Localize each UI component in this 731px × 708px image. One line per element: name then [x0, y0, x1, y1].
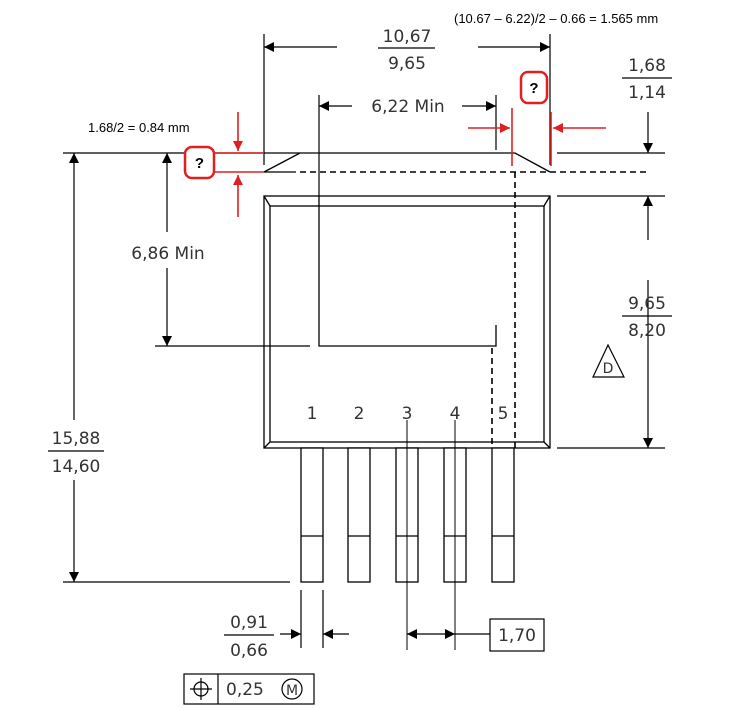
dim-total-max: 15,88 [52, 429, 101, 449]
lead-1 [300, 447, 324, 583]
exposed-pad-outline [318, 196, 497, 347]
tab-chamfer-outline [263, 152, 551, 173]
dim-total-min: 14,60 [52, 457, 101, 477]
bevel-tr [543, 195, 551, 207]
dim-rt-max: 1,68 [628, 56, 666, 76]
formula-top: (10.67 – 6.22)/2 – 0.66 = 1.565 mm [454, 11, 658, 26]
pin-label-3: 3 [402, 404, 413, 424]
lead-2 [347, 447, 371, 583]
formula-left: 1.68/2 = 0.84 mm [88, 120, 190, 135]
pin-label-5: 5 [498, 404, 509, 424]
pin-label-4: 4 [450, 404, 461, 424]
dim-tab-width: 6,22 Min [371, 97, 444, 117]
dim-top-max: 10,67 [383, 27, 432, 47]
position-symbol-icon [190, 678, 212, 700]
mmc-modifier-letter: M [286, 683, 298, 699]
question-mark-left: ? [195, 155, 204, 172]
dim-pitch: 1,70 [498, 626, 536, 646]
datum-label: D [603, 361, 614, 377]
tolerance-frame [183, 673, 315, 705]
lead-centerlines [406, 420, 456, 650]
dim-rb-max: 9,65 [628, 294, 666, 314]
bevel-tl [263, 195, 271, 207]
pin-label-1: 1 [307, 404, 318, 424]
dimension-texts: 10,67 9,65 6,22 Min 1,68 1,14 6,86 Min 9… [52, 27, 666, 700]
bevel-bl [263, 441, 271, 449]
dim-lead-min: 0,66 [230, 641, 268, 661]
dim-rt-min: 1,14 [628, 83, 666, 103]
leads [300, 447, 515, 583]
pitch-box [489, 618, 545, 652]
datum-triangle-icon [592, 343, 625, 378]
question-mark-right: ? [529, 80, 538, 97]
question-badge-left [183, 145, 216, 180]
dimension-lines [48, 34, 672, 705]
red-annotations [214, 108, 606, 217]
mmc-modifier-icon [281, 678, 303, 700]
pin-label-2: 2 [354, 404, 365, 424]
pin-labels: 1 2 3 4 5 [307, 404, 509, 424]
dim-top-min: 9,65 [388, 54, 426, 74]
lead-5 [491, 447, 515, 583]
dashed-guides [300, 171, 650, 448]
bevel-br [543, 441, 551, 449]
question-badge-right [519, 70, 549, 105]
dim-left-inner: 6,86 Min [131, 244, 204, 264]
dim-rb-min: 8,20 [628, 321, 666, 341]
dim-position-tol: 0,25 [226, 680, 264, 700]
dim-lead-max: 0,91 [230, 613, 268, 633]
